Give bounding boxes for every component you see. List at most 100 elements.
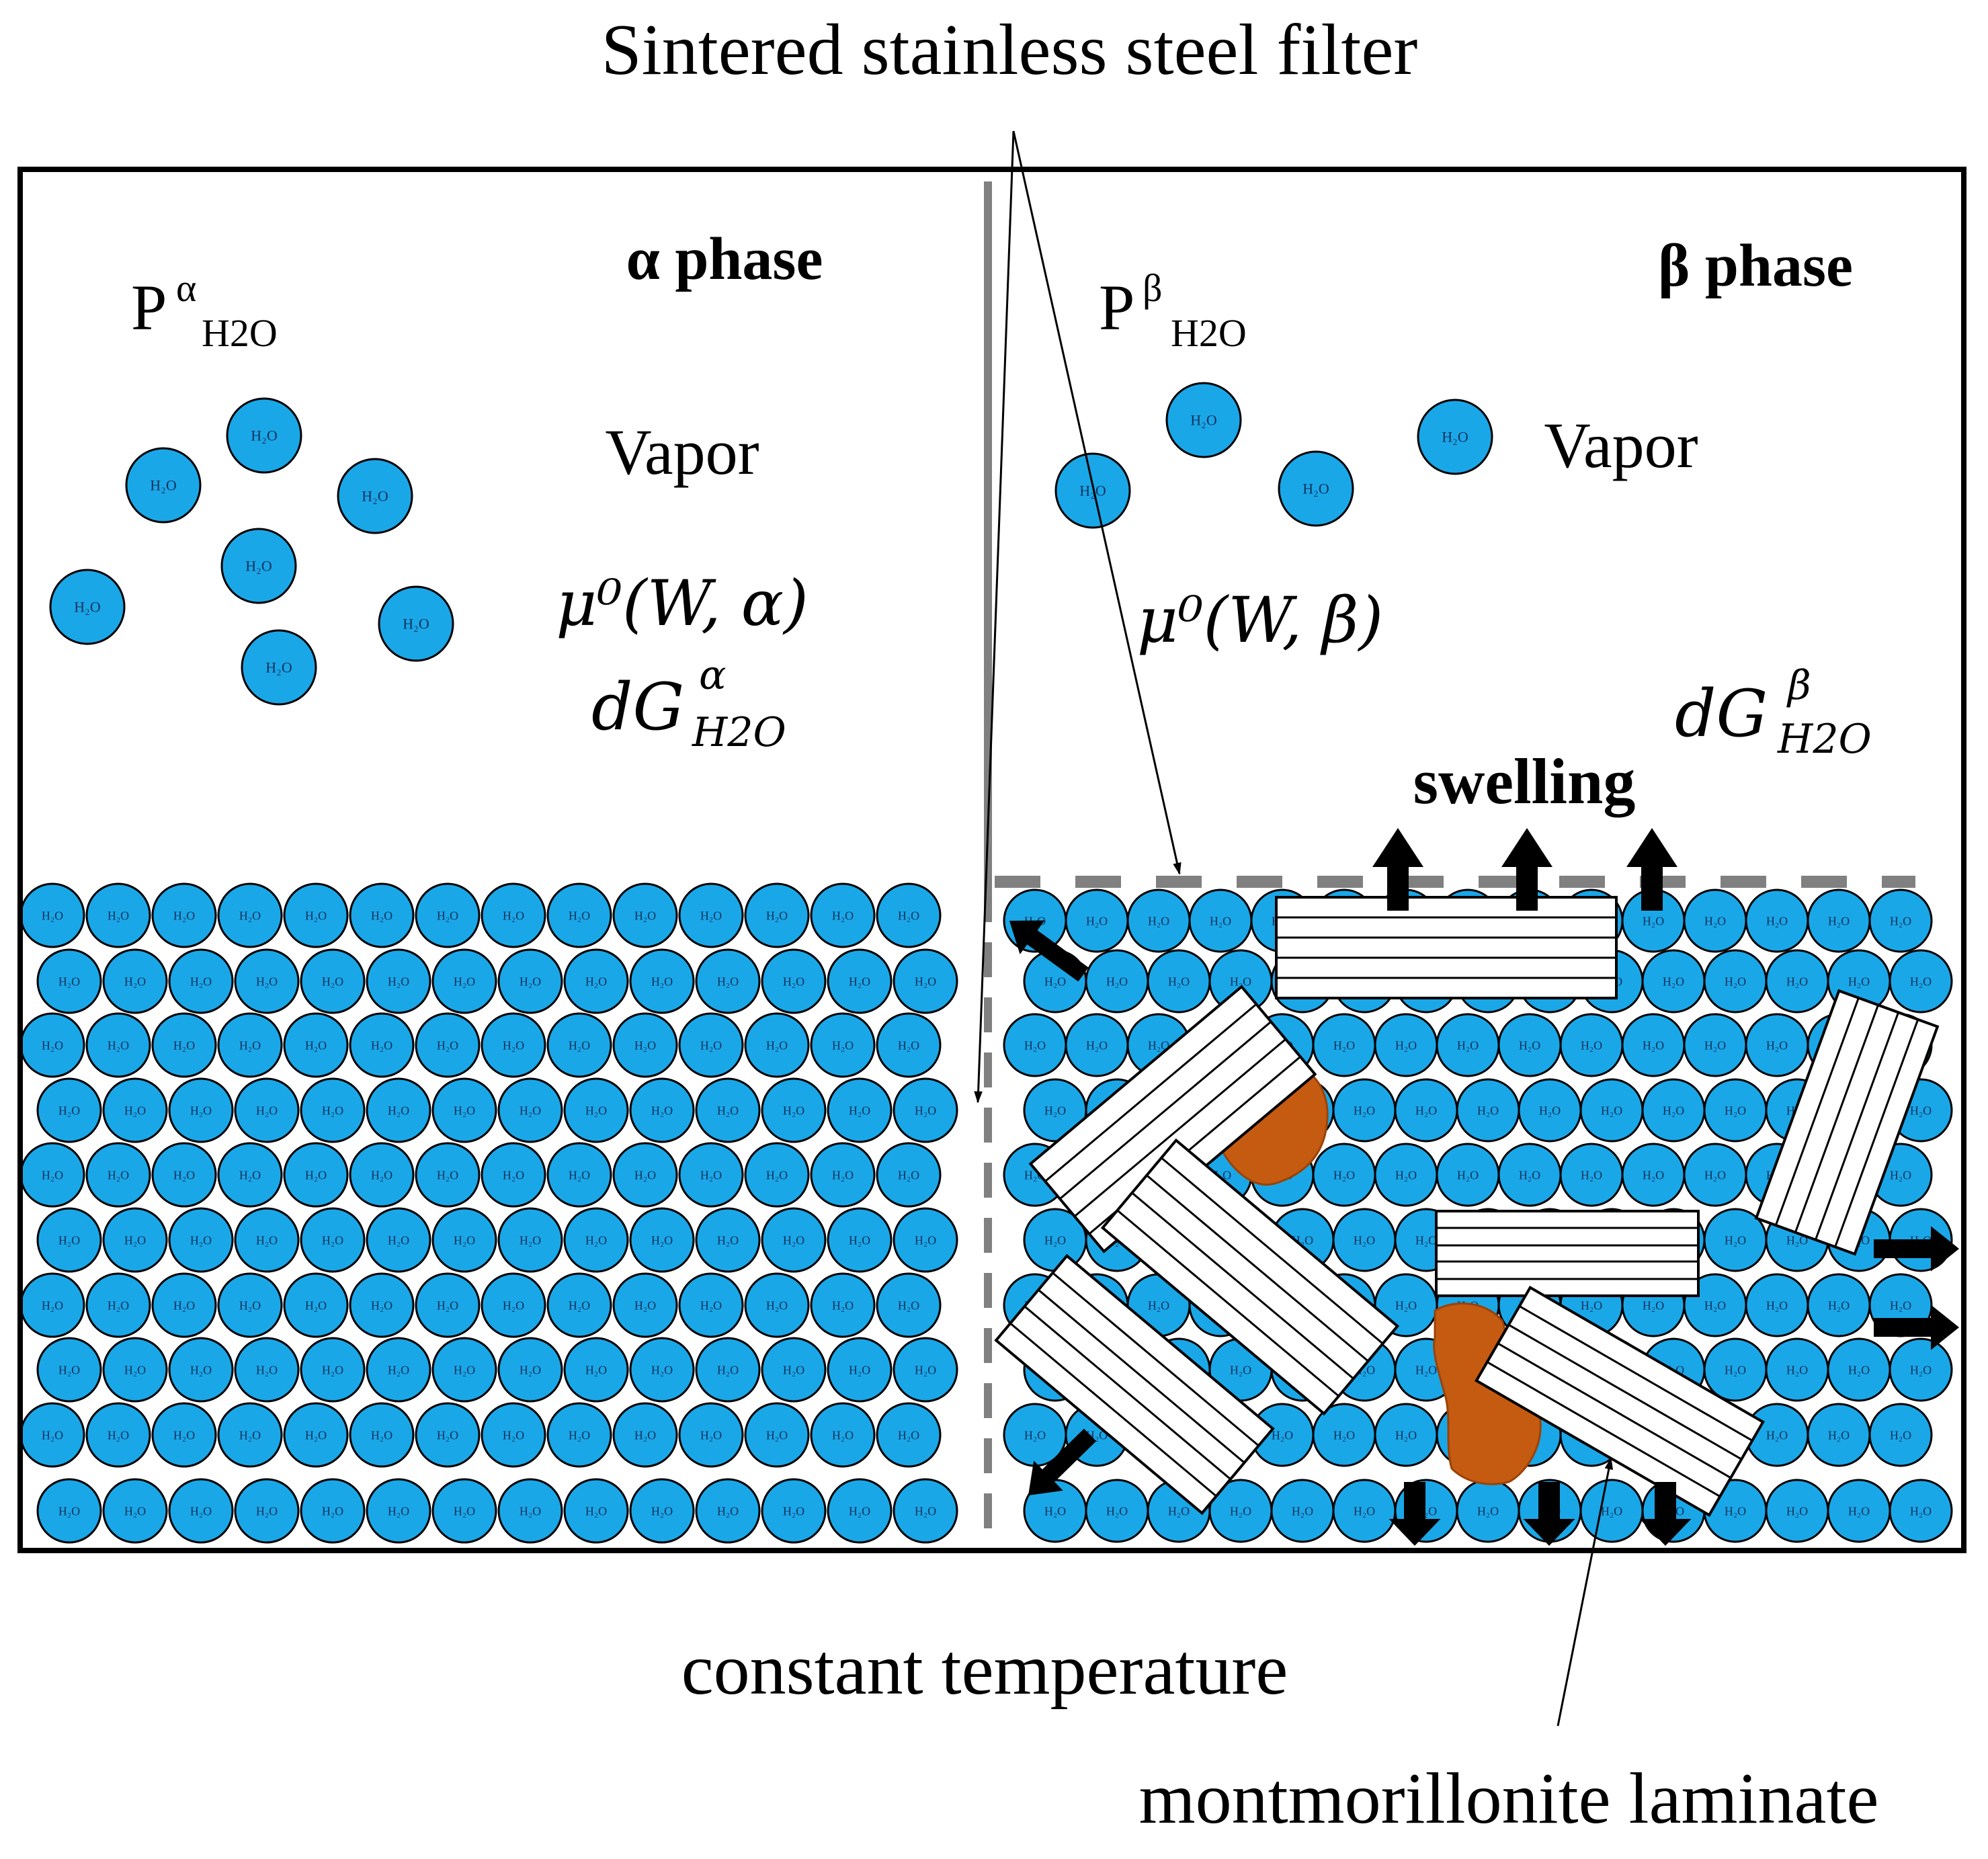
svg-text:H₂O: H₂O [700, 1428, 722, 1442]
water-molecule-icon: H₂O [102, 1207, 168, 1273]
svg-text:H₂O: H₂O [700, 1298, 722, 1312]
water-molecule-icon: H₂O [827, 948, 893, 1014]
water-molecule-icon: H₂O [761, 948, 827, 1014]
svg-text:H₂O: H₂O [305, 909, 327, 922]
arrow-icon [1389, 1482, 1441, 1546]
water-molecule-icon: H₂O [1518, 1078, 1582, 1143]
water-molecule-icon: H₂O [125, 447, 202, 524]
svg-text:H₂O: H₂O [1148, 1038, 1169, 1052]
svg-text:H₂O: H₂O [1457, 1168, 1479, 1182]
svg-text:H₂O: H₂O [190, 1104, 212, 1117]
water-molecule-icon: H₂O [1312, 1403, 1376, 1467]
water-molecule-icon: H₂O [612, 1142, 678, 1208]
svg-text:H₂O: H₂O [371, 1168, 392, 1182]
svg-text:H₂O: H₂O [1230, 1504, 1251, 1518]
svg-text:H₂O: H₂O [150, 477, 176, 494]
svg-text:H₂O: H₂O [569, 1428, 590, 1442]
svg-text:H₂O: H₂O [305, 1428, 327, 1442]
svg-text:H₂O: H₂O [256, 975, 278, 988]
pressure-beta-symbol: P [1099, 272, 1134, 343]
svg-text:H₂O: H₂O [1663, 975, 1684, 988]
svg-text:H₂O: H₂O [634, 1038, 656, 1052]
laminate-pointer [1557, 1457, 1614, 1727]
water-molecule-icon: H₂O [1374, 1403, 1438, 1467]
water-molecule-icon: H₂O [19, 1142, 85, 1208]
svg-text:H₂O: H₂O [1415, 1104, 1437, 1117]
gibbs-beta-symbol: dG [1675, 676, 1768, 751]
svg-text:H₂O: H₂O [569, 1298, 590, 1312]
water-molecule-icon: H₂O [497, 1337, 563, 1403]
svg-text:H₂O: H₂O [849, 1233, 870, 1247]
water-molecule-icon: H₂O [563, 1077, 629, 1143]
svg-text:H₂O: H₂O [1354, 1104, 1375, 1117]
svg-text:H₂O: H₂O [42, 909, 63, 922]
svg-text:H₂O: H₂O [1848, 1363, 1870, 1376]
water-molecule-icon: H₂O [1023, 1078, 1087, 1143]
water-molecule-icon: H₂O [1417, 399, 1493, 475]
water-molecule-icon: H₂O [415, 1142, 481, 1208]
svg-text:H₂O: H₂O [403, 616, 429, 632]
water-molecule-icon: H₂O [151, 882, 217, 948]
water-molecule-icon: H₂O [1312, 1143, 1376, 1207]
svg-text:H₂O: H₂O [717, 975, 739, 988]
svg-text:H₂O: H₂O [322, 1233, 343, 1247]
svg-text:H₂O: H₂O [371, 1038, 392, 1052]
svg-text:H₂O: H₂O [915, 975, 936, 988]
water-molecule-icon: H₂O [1765, 1479, 1829, 1543]
water-molecule-icon: H₂O [893, 1077, 958, 1143]
svg-text:H₂O: H₂O [717, 1363, 739, 1376]
svg-text:H₂O: H₂O [322, 1363, 343, 1376]
water-molecule-icon: H₂O [1497, 1013, 1562, 1077]
svg-text:H₂O: H₂O [42, 1038, 63, 1052]
svg-text:H₂O: H₂O [1890, 1168, 1911, 1182]
water-molecule-icon: H₂O [378, 585, 454, 662]
water-molecule-icon: H₂O [234, 1207, 300, 1273]
water-molecule-icon: H₂O [893, 1337, 958, 1403]
svg-text:H₂O: H₂O [700, 1038, 722, 1052]
water-molecule-icon: H₂O [85, 1272, 151, 1338]
svg-text:H₂O: H₂O [503, 1298, 524, 1312]
water-molecule-icon: H₂O [1621, 1013, 1686, 1077]
water-molecule-icon: H₂O [1579, 1479, 1644, 1543]
svg-text:H₂O: H₂O [265, 659, 292, 676]
filter-pointer-1 [974, 130, 1015, 1104]
water-molecule-icon: H₂O [563, 1337, 629, 1403]
water-molecule-icon: H₂O [876, 1012, 942, 1078]
water-molecule-icon: H₂O [761, 1077, 827, 1143]
swelling-arrows [1372, 828, 1678, 911]
svg-text:H₂O: H₂O [1766, 1298, 1788, 1312]
svg-text:H₂O: H₂O [305, 1038, 327, 1052]
water-molecule-icon: H₂O [1085, 1479, 1149, 1543]
svg-text:H₂O: H₂O [42, 1168, 63, 1182]
svg-text:H₂O: H₂O [239, 1298, 261, 1312]
svg-text:H₂O: H₂O [437, 1428, 458, 1442]
svg-text:H₂O: H₂O [58, 1233, 80, 1247]
water-molecule-icon: H₂O [629, 1478, 695, 1544]
svg-text:H₂O: H₂O [388, 1233, 409, 1247]
water-molecule-icon: H₂O [481, 1012, 546, 1078]
water-molecule-icon: H₂O [1126, 889, 1191, 953]
svg-text:H₂O: H₂O [898, 909, 919, 922]
water-molecule-icon: H₂O [349, 1142, 415, 1208]
svg-text:H₂O: H₂O [108, 909, 129, 922]
water-molecule-icon: H₂O [629, 1337, 695, 1403]
svg-text:H₂O: H₂O [503, 1038, 524, 1052]
svg-text:H₂O: H₂O [1786, 975, 1808, 988]
water-molecule-icon: H₂O [1374, 1013, 1438, 1077]
svg-text:H₂O: H₂O [832, 1428, 854, 1442]
svg-text:H₂O: H₂O [256, 1363, 278, 1376]
water-molecule-icon: H₂O [349, 1012, 415, 1078]
water-molecule-icon: H₂O [1147, 949, 1211, 1014]
water-molecule-icon: H₂O [85, 1402, 151, 1468]
water-molecule-icon: H₂O [1332, 1208, 1397, 1272]
svg-text:H₂O: H₂O [634, 1298, 656, 1312]
svg-text:H₂O: H₂O [1581, 1038, 1602, 1052]
water-molecule-icon: H₂O [151, 1142, 217, 1208]
water-molecule-icon: H₂O [300, 948, 366, 1014]
svg-text:H₂O: H₂O [585, 1363, 607, 1376]
water-molecule-icon: H₂O [1703, 1337, 1768, 1402]
water-molecule-icon: H₂O [1003, 1013, 1067, 1077]
svg-text:H₂O: H₂O [832, 1298, 854, 1312]
svg-text:H₂O: H₂O [322, 1104, 343, 1117]
filter-label: Sintered stainless steel filter [602, 10, 1418, 90]
